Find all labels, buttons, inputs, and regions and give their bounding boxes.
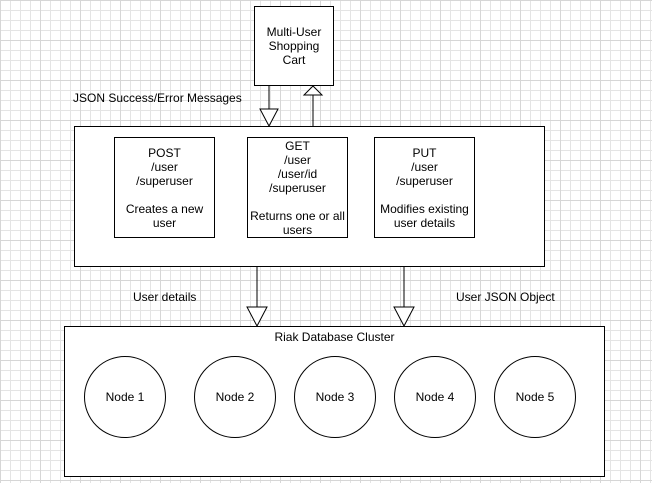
put-description: Modifies existing [380,202,469,216]
cart-line: Multi-User [266,25,322,39]
node-label: Node 4 [415,390,455,404]
put-endpoint-box: PUT /user /superuser Modifies existing u… [374,137,475,238]
database-node: Node 4 [394,356,476,438]
database-node: Node 5 [494,356,576,438]
post-endpoint-box: POST /user /superuser Creates a new user [114,137,215,238]
api-to-cart-arrowhead [302,85,324,96]
put-description: user details [393,216,456,230]
post-path: /superuser [136,174,193,188]
node-label: Node 1 [105,390,145,404]
post-endpoint-text: POST /user /superuser Creates a new user [115,138,214,230]
node-label: Node 2 [215,390,255,404]
get-method: GET [285,139,310,153]
user-details-label: User details [133,290,197,304]
user-json-object-label: User JSON Object [456,290,555,304]
post-description: Creates a new [125,202,204,216]
put-path: /user [411,160,438,174]
shopping-cart-label: Multi-User Shopping Cart [267,25,322,67]
database-node: Node 2 [194,356,276,438]
get-endpoint-box: GET /user /user/id /superuser Returns on… [247,137,348,238]
node-label: Node 5 [515,390,555,404]
json-messages-label: JSON Success/Error Messages [73,91,242,105]
database-node: Node 3 [294,356,376,438]
database-cluster-title: Riak Database Cluster [274,330,395,344]
put-path: /superuser [396,174,453,188]
post-path: /user [151,160,178,174]
get-path: /user/id [277,167,318,181]
get-endpoint-text: GET /user /user/id /superuser Returns on… [248,138,347,237]
cart-line: Shopping [268,39,320,53]
api-to-db-arrowhead-right [393,306,415,328]
get-description: Returns one or all [250,209,345,223]
api-to-db-arrowhead-left [246,306,268,328]
post-method: POST [148,146,181,160]
get-description: users [282,223,313,237]
cart-to-api-arrowhead [259,108,279,128]
post-description: user [152,216,177,230]
get-path: /superuser [269,181,326,195]
put-method: PUT [412,146,437,160]
put-endpoint-text: PUT /user /superuser Modifies existing u… [375,138,474,230]
get-path: /user [284,153,311,167]
shopping-cart-box: Multi-User Shopping Cart [254,6,334,86]
cart-line: Cart [282,53,306,67]
database-node: Node 1 [84,356,166,438]
node-label: Node 3 [315,390,355,404]
